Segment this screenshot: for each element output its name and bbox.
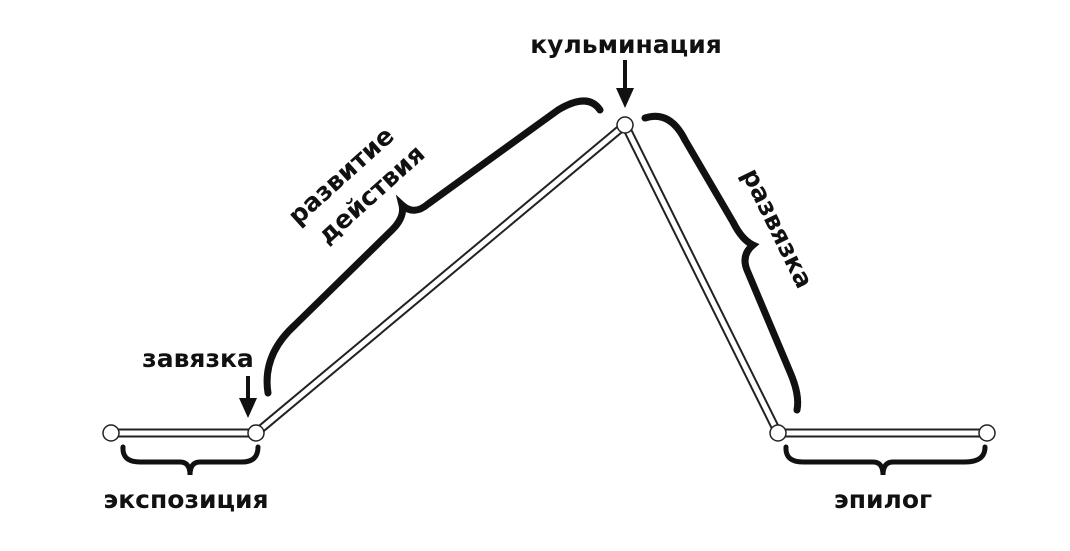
point-start	[102, 424, 120, 442]
point-resolution-end	[769, 424, 787, 442]
plot-points	[102, 116, 996, 442]
arrows	[239, 60, 634, 418]
exposition-label: экспозиция	[103, 485, 268, 514]
epilogue-brace	[783, 444, 988, 476]
point-climax	[616, 116, 634, 134]
inciting-arrow-head-icon	[239, 398, 257, 418]
point-end	[978, 424, 996, 442]
climax-arrow-head-icon	[616, 88, 634, 108]
rising-brace	[263, 97, 604, 397]
inciting-label: завязка	[142, 344, 254, 373]
plot-line	[111, 120, 987, 438]
falling-brace	[641, 112, 802, 414]
epilogue-label: эпилог	[834, 485, 932, 514]
point-inciting	[247, 424, 265, 442]
exposition-brace	[120, 444, 261, 476]
climax-label: кульминация	[530, 30, 722, 59]
